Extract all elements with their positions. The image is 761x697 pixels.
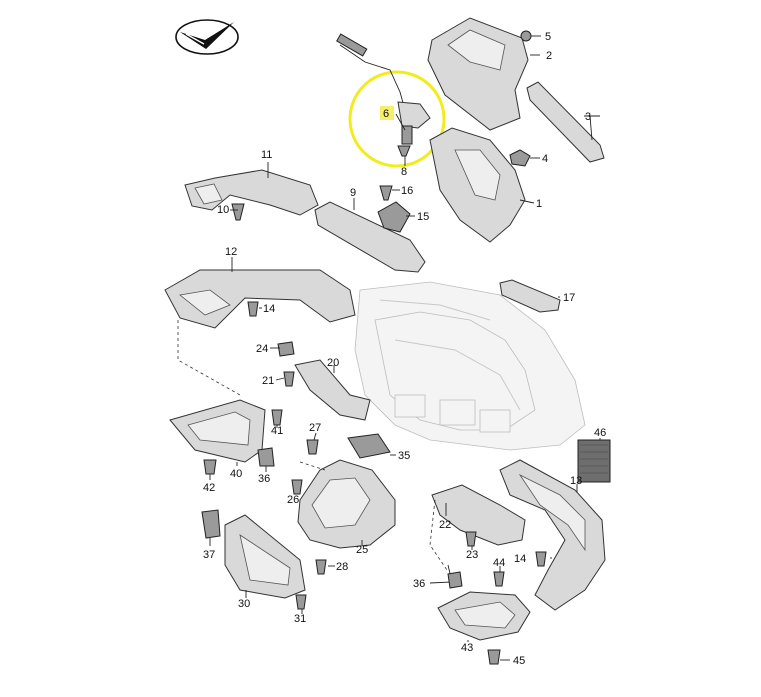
part-27-screw[interactable] [306, 439, 319, 455]
label-36-right: 36 [413, 578, 425, 590]
part-46-filter[interactable] [577, 439, 611, 483]
part-15-vent[interactable] [377, 201, 411, 233]
part-17-trim[interactable] [499, 279, 561, 313]
label-30: 30 [238, 598, 250, 610]
label-41: 41 [271, 425, 283, 437]
label-1: 1 [536, 198, 542, 210]
part-16-screw[interactable] [379, 185, 393, 201]
label-42: 42 [203, 482, 215, 494]
label-37: 37 [203, 549, 215, 561]
part-13-duct[interactable] [499, 459, 606, 611]
label-45: 45 [513, 655, 525, 667]
label-23: 23 [466, 549, 478, 561]
part-5-nut[interactable] [520, 30, 532, 42]
label-5: 5 [545, 31, 551, 43]
part-45-screw[interactable] [487, 649, 501, 665]
label-6: 6 [383, 108, 389, 120]
callout-labels: 1 2 3 4 5 6 8 9 10 11 12 13 14 14 15 16 … [203, 31, 606, 667]
label-14-right: 14 [514, 553, 526, 565]
part-12-duct[interactable] [164, 269, 356, 329]
part-37-bracket[interactable] [201, 509, 221, 539]
label-17: 17 [563, 292, 575, 304]
label-20: 20 [327, 357, 339, 369]
label-24: 24 [256, 343, 268, 355]
label-46: 46 [594, 427, 606, 439]
label-10: 10 [217, 204, 229, 216]
label-31: 31 [294, 613, 306, 625]
label-15: 15 [417, 211, 429, 223]
part-28-clip[interactable] [315, 559, 327, 575]
part-22-duct[interactable] [431, 484, 526, 546]
label-14-left: 14 [263, 303, 275, 315]
part-23-screw[interactable] [465, 531, 477, 547]
label-3: 3 [585, 111, 591, 123]
part-14-screw-left[interactable] [247, 301, 259, 317]
part-21-screw[interactable] [283, 371, 295, 387]
part-9-duct[interactable] [314, 201, 426, 273]
label-9: 9 [350, 187, 356, 199]
part-35-module[interactable] [347, 433, 391, 459]
part-14-screw-right[interactable] [535, 551, 547, 567]
label-8: 8 [401, 166, 407, 178]
label-40: 40 [230, 468, 242, 480]
part-36-connector-right[interactable] [447, 571, 463, 589]
label-25: 25 [356, 544, 368, 556]
label-21: 21 [262, 375, 274, 387]
label-22: 22 [439, 519, 451, 531]
dashboard-carrier-outline [354, 281, 586, 451]
label-28: 28 [336, 561, 348, 573]
part-44-screw[interactable] [493, 571, 505, 587]
label-44: 44 [493, 557, 505, 569]
part-3-strip[interactable] [526, 81, 605, 163]
part-41-screw[interactable] [271, 409, 283, 426]
part-31-screw[interactable] [295, 594, 307, 610]
label-36-left: 36 [258, 473, 270, 485]
label-leaders [209, 35, 601, 661]
audi-vw-check-logo [175, 19, 239, 55]
label-35: 35 [398, 450, 410, 462]
dashed-leaders [177, 320, 448, 571]
part-20-duct[interactable] [294, 359, 371, 421]
highlight-circle [348, 70, 446, 168]
label-27: 27 [309, 422, 321, 434]
part-42-clip[interactable] [203, 459, 217, 475]
part-11-duct[interactable] [184, 169, 319, 216]
label-13: 13 [570, 475, 582, 487]
label-4: 4 [542, 153, 548, 165]
part-26-screw[interactable] [291, 479, 303, 495]
part-24-clip[interactable] [277, 341, 295, 357]
label-2: 2 [546, 50, 552, 62]
part-6-sensor[interactable] [336, 33, 431, 145]
label-6-highlight [380, 106, 394, 120]
part-8-screw[interactable] [397, 145, 411, 157]
label-43: 43 [461, 642, 473, 654]
part-36-connector-left[interactable] [257, 447, 275, 467]
label-12: 12 [225, 246, 237, 258]
part-10-screw[interactable] [231, 203, 245, 221]
part-4-clip[interactable] [509, 149, 531, 167]
label-16: 16 [401, 185, 413, 197]
label-26: 26 [287, 494, 299, 506]
label-11: 11 [261, 149, 272, 161]
